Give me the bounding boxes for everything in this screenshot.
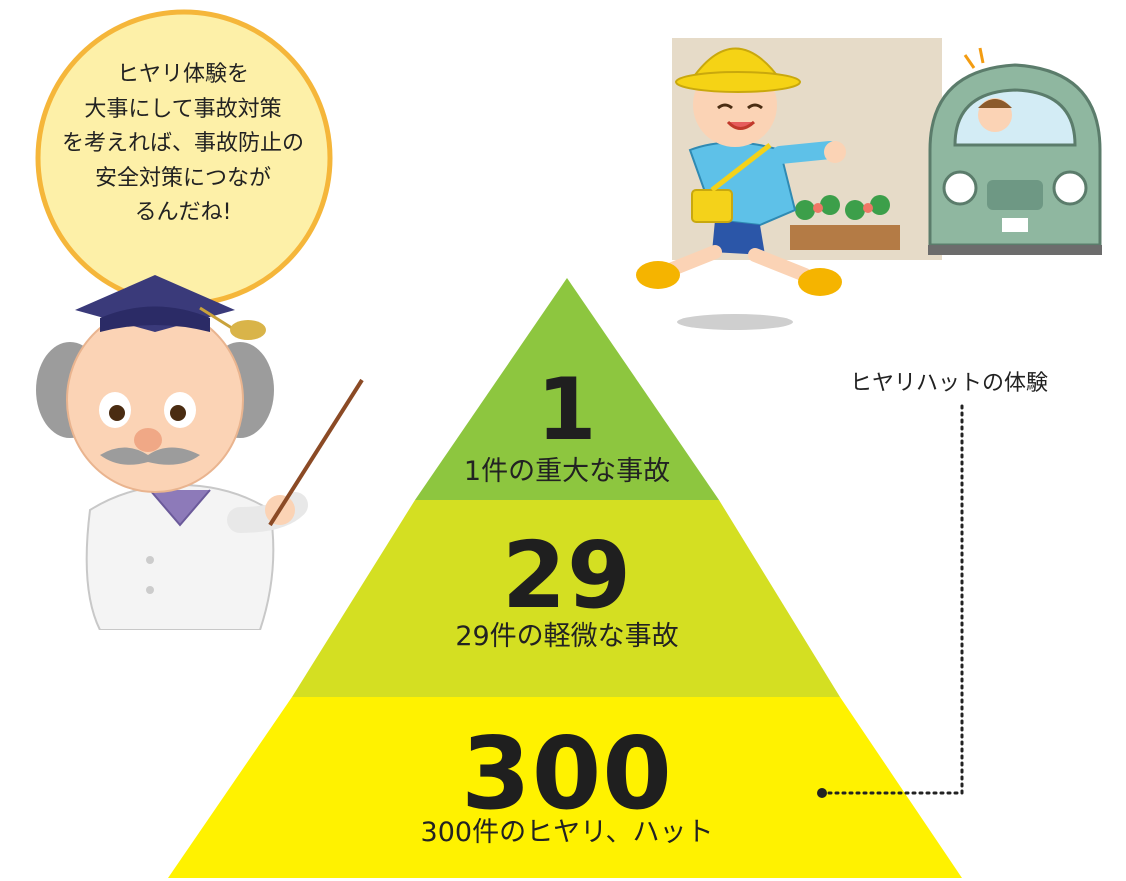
tier-1-number: 1: [536, 360, 598, 460]
pyramid-tier-bottom: [168, 697, 962, 878]
tier-3-number: 300: [461, 715, 673, 832]
callout-connector: [820, 403, 964, 795]
pyramid-tier-top: [415, 278, 719, 500]
callout-label: ヒヤリハットの体験: [850, 371, 1049, 396]
tier-2-label: 29件の軽微な事故: [455, 621, 679, 652]
tier-2-number: 29: [501, 522, 633, 629]
pyramid-tier-middle: [292, 500, 840, 697]
tier-3-label: 300件のヒヤリ、ハット: [420, 817, 714, 848]
tier-1-label: 1件の重大な事故: [463, 456, 671, 487]
child-and-car-illustration: [636, 38, 1102, 330]
professor-illustration: [36, 275, 364, 630]
speech-bubble-text: ヒヤリ体験を 大事にして事故対策 を考えれば、事故防止の 安全対策につなが るん…: [61, 62, 304, 225]
callout-dot: [817, 788, 827, 798]
